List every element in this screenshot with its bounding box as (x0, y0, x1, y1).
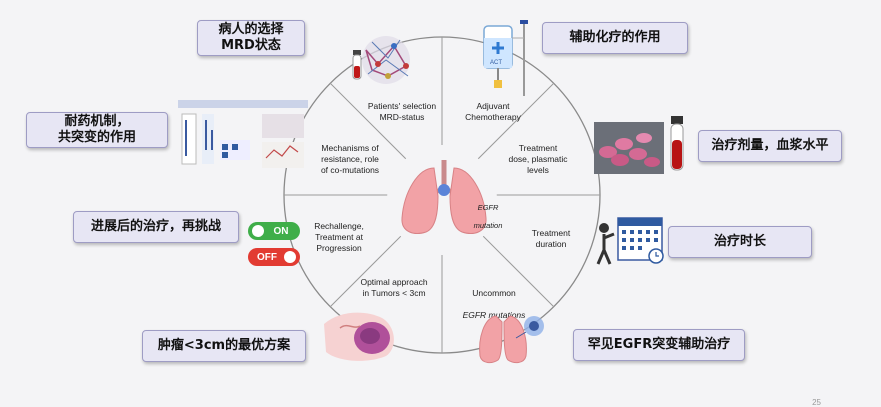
segment-resistance: Mechanisms of resistance, role of co-mut… (320, 143, 380, 175)
segment-tumor: Optimal approach in Tumors < 3cm (360, 277, 428, 298)
segment-mrd: Patients' selection MRD-status (367, 101, 437, 122)
segment-dose: Treatment dose, plasmatic levels (508, 143, 568, 175)
pills-icon (594, 122, 664, 174)
off-toggle-label: OFF (257, 251, 277, 263)
segment-adjuvant: Adjuvant Chemotherapy (465, 101, 521, 122)
page-number: 25 (812, 398, 821, 407)
tumor-icon (324, 312, 394, 361)
callout-mrd: 病人的选择 MRD状态 (197, 20, 305, 56)
segment-progression: Rechallenge, Treatment at Progression (314, 221, 364, 253)
callout-uncommon: 罕见EGFR突变辅助治疗 (573, 329, 745, 361)
calendar-person-icon (596, 217, 664, 265)
lungs-icon (401, 160, 487, 234)
center-label: EGFR mutation (468, 194, 508, 230)
off-toggle: OFF (248, 248, 300, 266)
cell-network-icon (362, 36, 410, 84)
plasma-tube-icon (670, 116, 684, 171)
segment-duration: Treatment duration (531, 228, 571, 249)
callout-resistance: 耐药机制， 共突变的作用 (26, 112, 168, 148)
iv-bag-label: ACT (490, 60, 502, 66)
toggle-knob (284, 251, 296, 263)
segment-uncommon-line2: EGFR mutations (462, 310, 526, 320)
callout-progression: 进展后的治疗，再挑战 (73, 211, 239, 243)
chart-panel-icon (178, 100, 308, 168)
callout-adjuvant: 辅助化疗的作用 (542, 22, 688, 54)
on-toggle-label: ON (273, 225, 289, 237)
segment-uncommon-line1: Uncommon (472, 288, 516, 298)
lung-mutation-icon (479, 315, 544, 364)
segment-uncommon: Uncommon EGFR mutations (448, 277, 540, 321)
blood-tube-icon (352, 50, 362, 80)
center-label-line1: EGFR (477, 203, 499, 212)
iv-bag-icon: ACT (483, 20, 528, 96)
on-toggle: ON (248, 222, 300, 240)
toggle-knob (252, 225, 264, 237)
callout-tumor: 肿瘤<3cm的最优方案 (142, 330, 306, 362)
callout-dose: 治疗剂量，血浆水平 (698, 130, 842, 162)
callout-duration: 治疗时长 (668, 226, 812, 258)
center-label-line2: mutation (473, 221, 503, 230)
